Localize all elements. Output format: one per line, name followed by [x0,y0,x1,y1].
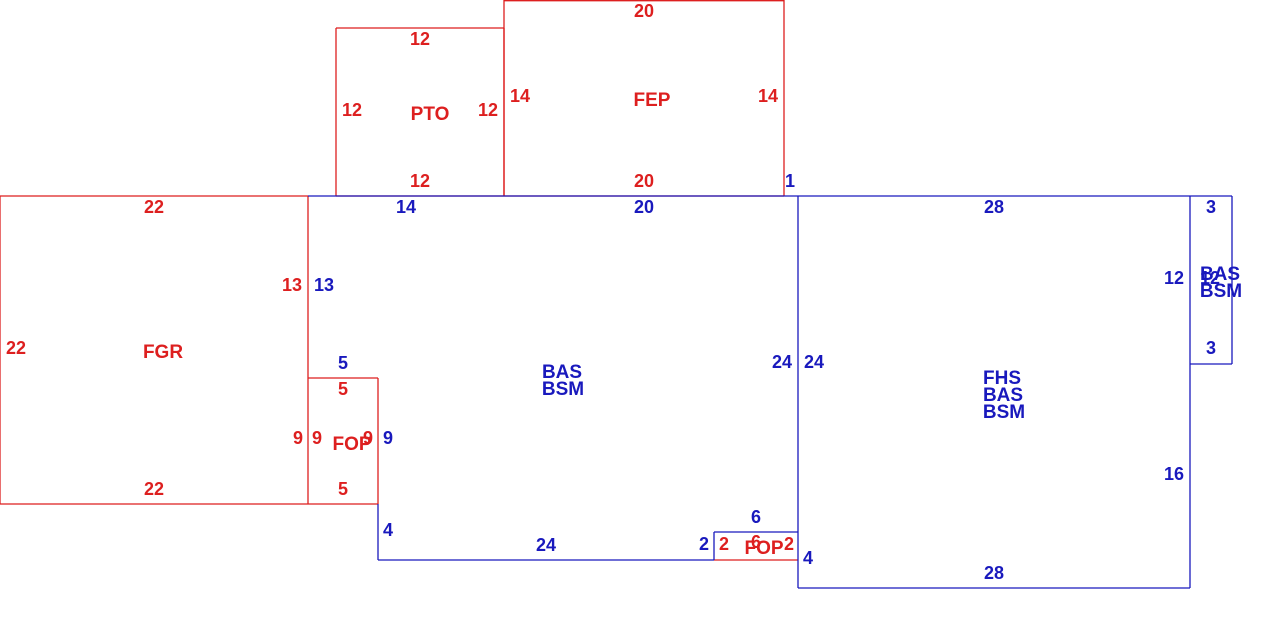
dimension-label: 4 [383,520,393,540]
dimension-label: 20 [634,1,654,21]
dimension-label: 28 [984,563,1004,583]
dimension-label: 3 [1206,338,1216,358]
bay-area-code-1: BAS [1200,264,1240,285]
dimension-label: 5 [338,379,348,399]
dimension-label: 24 [772,352,792,372]
dimension-label: 16 [1164,464,1184,484]
dimension-label: 9 [383,428,393,448]
dimension-label: 5 [338,479,348,499]
dimension-label: 6 [751,507,761,527]
dimension-label: 28 [984,197,1004,217]
bay-area-code-2: BSM [1200,281,1242,302]
dimension-label: 2 [719,534,729,554]
dimension-label: 12 [1200,268,1220,288]
dimension-label: 24 [804,352,824,372]
open-porch-left-label: FOP [332,434,371,455]
dimension-label: 12 [1164,268,1184,288]
dimension-label: 12 [410,29,430,49]
patio-label: PTO [411,104,450,125]
bay-outline [1190,196,1233,365]
dimension-label: 14 [396,197,416,217]
dimension-label: 22 [144,479,164,499]
dimension-label: 12 [410,171,430,191]
dimension-label: 9 [312,428,322,448]
dimension-label: 6 [751,532,761,552]
dimension-label: 13 [282,275,302,295]
dimension-label: 22 [144,197,164,217]
dimension-label: 22 [6,338,26,358]
open-porch-left-outline [308,377,379,505]
dimension-label: 2 [699,534,709,554]
dimension-label: 14 [758,86,778,106]
dimension-label: 20 [634,171,654,191]
dimension-label: 20 [634,197,654,217]
dimension-label: 9 [293,428,303,448]
dimension-label: 3 [1206,197,1216,217]
main-house-outline [308,195,799,588]
dimension-label: 4 [803,548,813,568]
east-area-code-2: BAS [983,385,1023,406]
enclosed-porch-label: FEP [634,90,671,111]
east-wing-outline [798,195,1232,589]
dimension-label: 24 [536,535,556,555]
dimension-label: 9 [363,428,373,448]
garage-outline [0,195,309,505]
east-area-code-1: FHS [983,368,1021,389]
dimension-label: 13 [314,275,334,295]
dimension-label: 2 [784,534,794,554]
main-area-code-2: BSM [542,379,584,400]
dimension-label: 1 [785,171,795,191]
dimension-label: 5 [338,353,348,373]
dimension-label: 12 [478,100,498,120]
open-porch-bottom-label: FOP [744,538,783,559]
east-area-code-3: BSM [983,402,1025,423]
dimension-label: 12 [342,100,362,120]
garage-label: FGR [143,342,183,363]
dimension-label: 14 [510,86,530,106]
main-area-code-1: BAS [542,362,582,383]
